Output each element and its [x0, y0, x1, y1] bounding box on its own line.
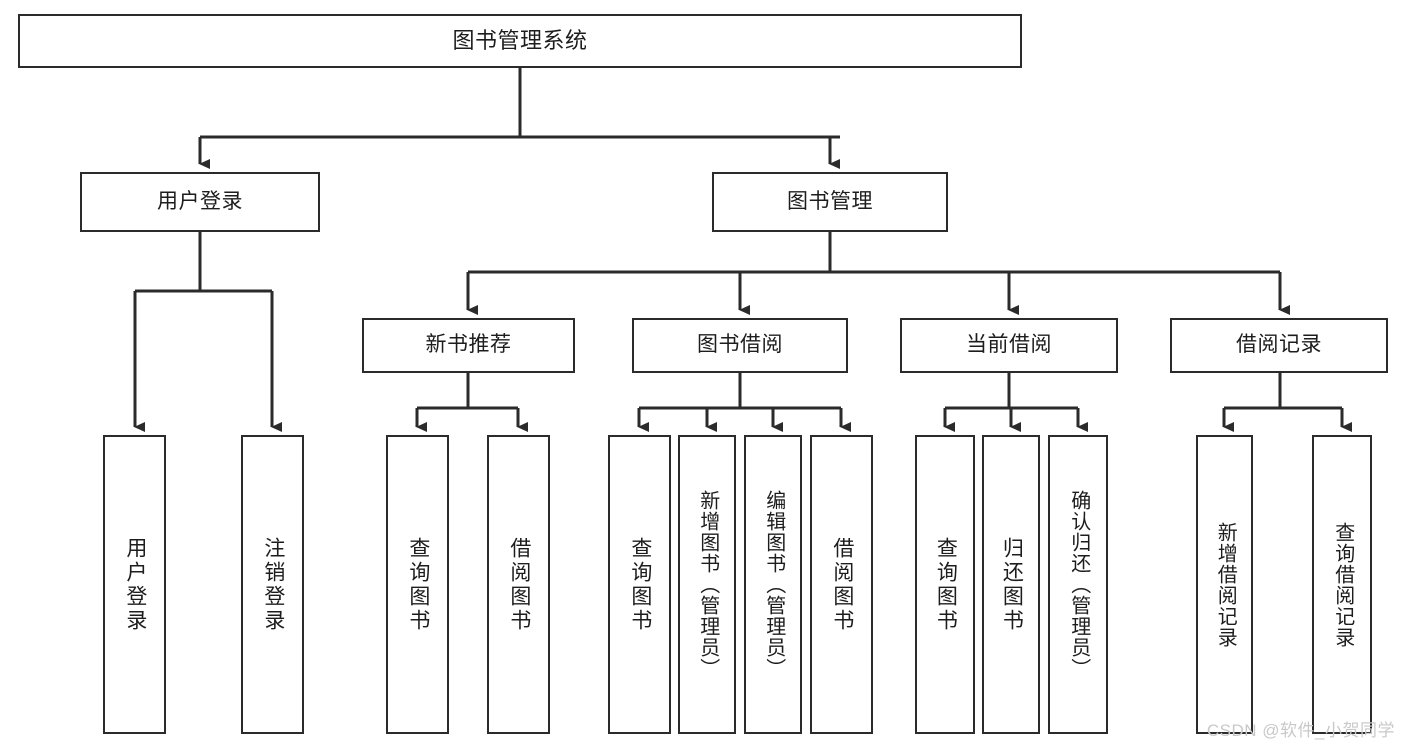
leaf-add-borrow-record[interactable]: 新增借阅记录 [1196, 435, 1253, 734]
leaf-logout[interactable]: 注销登录 [241, 435, 304, 734]
leaf-query-borrow-record[interactable]: 查询借阅记录 [1312, 435, 1372, 734]
leaf-query-book-borrow[interactable]: 查询图书 [608, 435, 671, 734]
leaf-confirm-return-admin[interactable]: 确认归还（管理员） [1048, 435, 1108, 734]
node-borrow-record[interactable]: 借阅记录 [1170, 318, 1388, 373]
leaf-query-book-current[interactable]: 查询图书 [915, 435, 975, 734]
leaf-borrow-book-new[interactable]: 借阅图书 [487, 435, 550, 734]
node-root-library-system[interactable]: 图书管理系统 [18, 14, 1022, 68]
leaf-return-book[interactable]: 归还图书 [982, 435, 1040, 734]
node-book-management[interactable]: 图书管理 [712, 172, 948, 232]
watermark-csdn: CSDN @软件_小贺同学 [1206, 721, 1395, 740]
leaf-edit-book-admin[interactable]: 编辑图书（管理员） [744, 435, 802, 734]
node-new-book-recommend[interactable]: 新书推荐 [362, 318, 575, 373]
leaf-borrow-book[interactable]: 借阅图书 [810, 435, 873, 734]
leaf-query-book-new[interactable]: 查询图书 [386, 435, 449, 734]
node-current-borrow[interactable]: 当前借阅 [900, 318, 1118, 373]
node-book-borrow[interactable]: 图书借阅 [632, 318, 848, 373]
node-user-login[interactable]: 用户登录 [80, 172, 320, 232]
leaf-user-login[interactable]: 用户登录 [103, 435, 166, 734]
leaf-add-book-admin[interactable]: 新增图书（管理员） [678, 435, 736, 734]
